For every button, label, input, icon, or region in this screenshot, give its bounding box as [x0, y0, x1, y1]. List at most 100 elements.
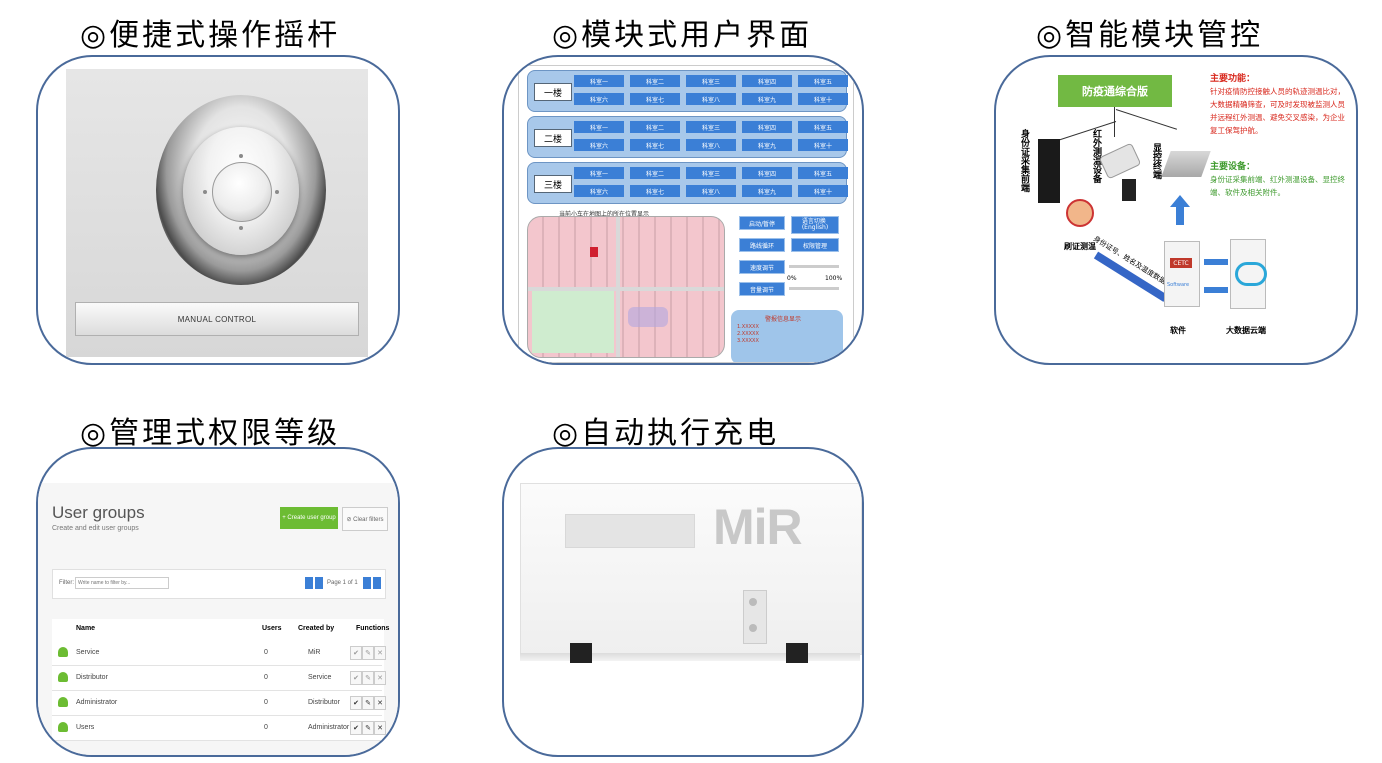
- delete-icon[interactable]: ✕: [374, 696, 386, 710]
- label-infrared: 红外测温设备: [1091, 129, 1101, 183]
- map-caption: 当前小车在地图上的所在位置显示: [559, 211, 650, 218]
- room-button[interactable]: 科室九: [742, 185, 792, 197]
- devices-text: 身份证采集前端、红外测温设备、显控终端、软件及相关附件。: [1210, 175, 1345, 197]
- edit-icon[interactable]: ✎: [362, 696, 374, 710]
- cloud-label: 大数据云端: [1226, 326, 1266, 335]
- smart-control-panel: 防疫通综合版 主要功能： 针对疫情防控接触人员的轨迹测温比对，大数据精确筛查，可…: [994, 55, 1358, 365]
- mir-charging-station: MiR: [520, 483, 862, 655]
- approve-icon[interactable]: ✔: [350, 721, 362, 735]
- joystick-dot-left: [203, 190, 207, 194]
- charging-panel: MiR: [502, 447, 864, 757]
- room-button[interactable]: 科室一: [574, 167, 624, 179]
- approve-icon[interactable]: ✔: [350, 671, 362, 685]
- last-page-button[interactable]: [373, 577, 381, 589]
- edit-icon[interactable]: ✎: [362, 646, 374, 660]
- display-terminal-device: [1161, 151, 1211, 177]
- joystick-screen: MANUAL CONTROL: [66, 69, 368, 357]
- arrow-right: [1204, 259, 1228, 265]
- joystick-knob[interactable]: [212, 162, 272, 222]
- software-logo: CETC: [1170, 258, 1192, 268]
- first-page-button[interactable]: [305, 577, 313, 589]
- infrared-device-base: [1122, 179, 1136, 201]
- main-function-title: 主要功能：: [1210, 74, 1256, 84]
- delete-icon[interactable]: ✕: [374, 721, 386, 735]
- room-button[interactable]: 科室七: [630, 139, 680, 151]
- joystick-dot-down: [239, 226, 243, 230]
- room-button[interactable]: 科室八: [686, 185, 736, 197]
- room-button[interactable]: 科室四: [742, 75, 792, 87]
- edit-icon[interactable]: ✎: [362, 721, 374, 735]
- col-header-created: Created by: [298, 625, 335, 632]
- clear-filters-button[interactable]: ⊘ Clear filters: [342, 507, 388, 531]
- joystick-dot-up: [239, 154, 243, 158]
- route-loop-button[interactable]: 路线循环: [739, 238, 785, 252]
- room-button[interactable]: 科室七: [630, 185, 680, 197]
- prev-page-button[interactable]: [315, 577, 323, 589]
- room-button[interactable]: 科室二: [630, 167, 680, 179]
- floor-label: 三楼: [534, 175, 572, 193]
- volume-slider[interactable]: [789, 287, 839, 290]
- delete-icon[interactable]: ✕: [374, 671, 386, 685]
- col-header-functions: Functions: [356, 625, 390, 632]
- volume-adjust-button[interactable]: 音量调节: [739, 282, 785, 296]
- main-function-text: 针对疫情防控接触人员的轨迹测温比对，大数据精确筛查，可及时发现被监测人员并远程红…: [1210, 87, 1345, 135]
- room-button[interactable]: 科室六: [574, 93, 624, 105]
- station-slot: [565, 514, 695, 548]
- approve-icon[interactable]: ✔: [350, 696, 362, 710]
- room-button[interactable]: 科室十: [798, 185, 848, 197]
- row-users: 0: [264, 724, 268, 731]
- room-button[interactable]: 科室九: [742, 93, 792, 105]
- create-user-group-button[interactable]: + Create user group: [280, 507, 338, 529]
- room-button[interactable]: 科室六: [574, 139, 624, 151]
- room-button[interactable]: 科室一: [574, 75, 624, 87]
- room-button[interactable]: 科室八: [686, 139, 736, 151]
- room-button[interactable]: 科室四: [742, 121, 792, 133]
- section-title-charging: ◎自动执行充电: [552, 416, 780, 451]
- room-button[interactable]: 科室五: [798, 121, 848, 133]
- delete-icon[interactable]: ✕: [374, 646, 386, 660]
- speed-slider[interactable]: [789, 265, 839, 268]
- joystick-panel: MANUAL CONTROL: [36, 55, 400, 365]
- id-collector-device: [1038, 139, 1060, 203]
- page-indicator: Page 1 of 1: [327, 580, 358, 586]
- room-button[interactable]: 科室七: [630, 93, 680, 105]
- cloud-icon: [1235, 262, 1267, 286]
- row-users: 0: [264, 699, 268, 706]
- room-button[interactable]: 科室一: [574, 121, 624, 133]
- room-button[interactable]: 科室九: [742, 139, 792, 151]
- manual-control-button[interactable]: MANUAL CONTROL: [75, 302, 359, 336]
- next-page-button[interactable]: [363, 577, 371, 589]
- language-switch-button[interactable]: 语言切换 (English): [791, 216, 839, 234]
- page-title: User groups: [52, 503, 145, 522]
- up-arrow-head: [1170, 195, 1190, 207]
- approve-icon[interactable]: ✔: [350, 646, 362, 660]
- station-floor: [520, 653, 860, 661]
- row-created-by: Administrator: [308, 724, 350, 731]
- section-title-joystick: ◎便捷式操作摇杆: [80, 18, 341, 53]
- room-button[interactable]: 科室六: [574, 185, 624, 197]
- room-button[interactable]: 科室十: [798, 93, 848, 105]
- room-button[interactable]: 科室三: [686, 75, 736, 87]
- room-button[interactable]: 科室五: [798, 167, 848, 179]
- filter-input[interactable]: [75, 577, 169, 589]
- room-button[interactable]: 科室二: [630, 75, 680, 87]
- page-subtitle: Create and edit user groups: [52, 525, 139, 532]
- room-button[interactable]: 科室八: [686, 93, 736, 105]
- edit-icon[interactable]: ✎: [362, 671, 374, 685]
- room-button[interactable]: 科室三: [686, 121, 736, 133]
- room-button[interactable]: 科室五: [798, 75, 848, 87]
- permission-button[interactable]: 权限管理: [791, 238, 839, 252]
- arrow-left: [1204, 287, 1228, 293]
- start-pause-button[interactable]: 启动/暂停: [739, 216, 785, 230]
- alarm-item: 3.XXXXX: [737, 338, 759, 344]
- room-button[interactable]: 科室十: [798, 139, 848, 151]
- section-title-module-ui: ◎模块式用户界面: [552, 18, 813, 53]
- speed-adjust-button[interactable]: 速度调节: [739, 260, 785, 274]
- room-button[interactable]: 科室四: [742, 167, 792, 179]
- room-button[interactable]: 科室三: [686, 167, 736, 179]
- room-button[interactable]: 科室二: [630, 121, 680, 133]
